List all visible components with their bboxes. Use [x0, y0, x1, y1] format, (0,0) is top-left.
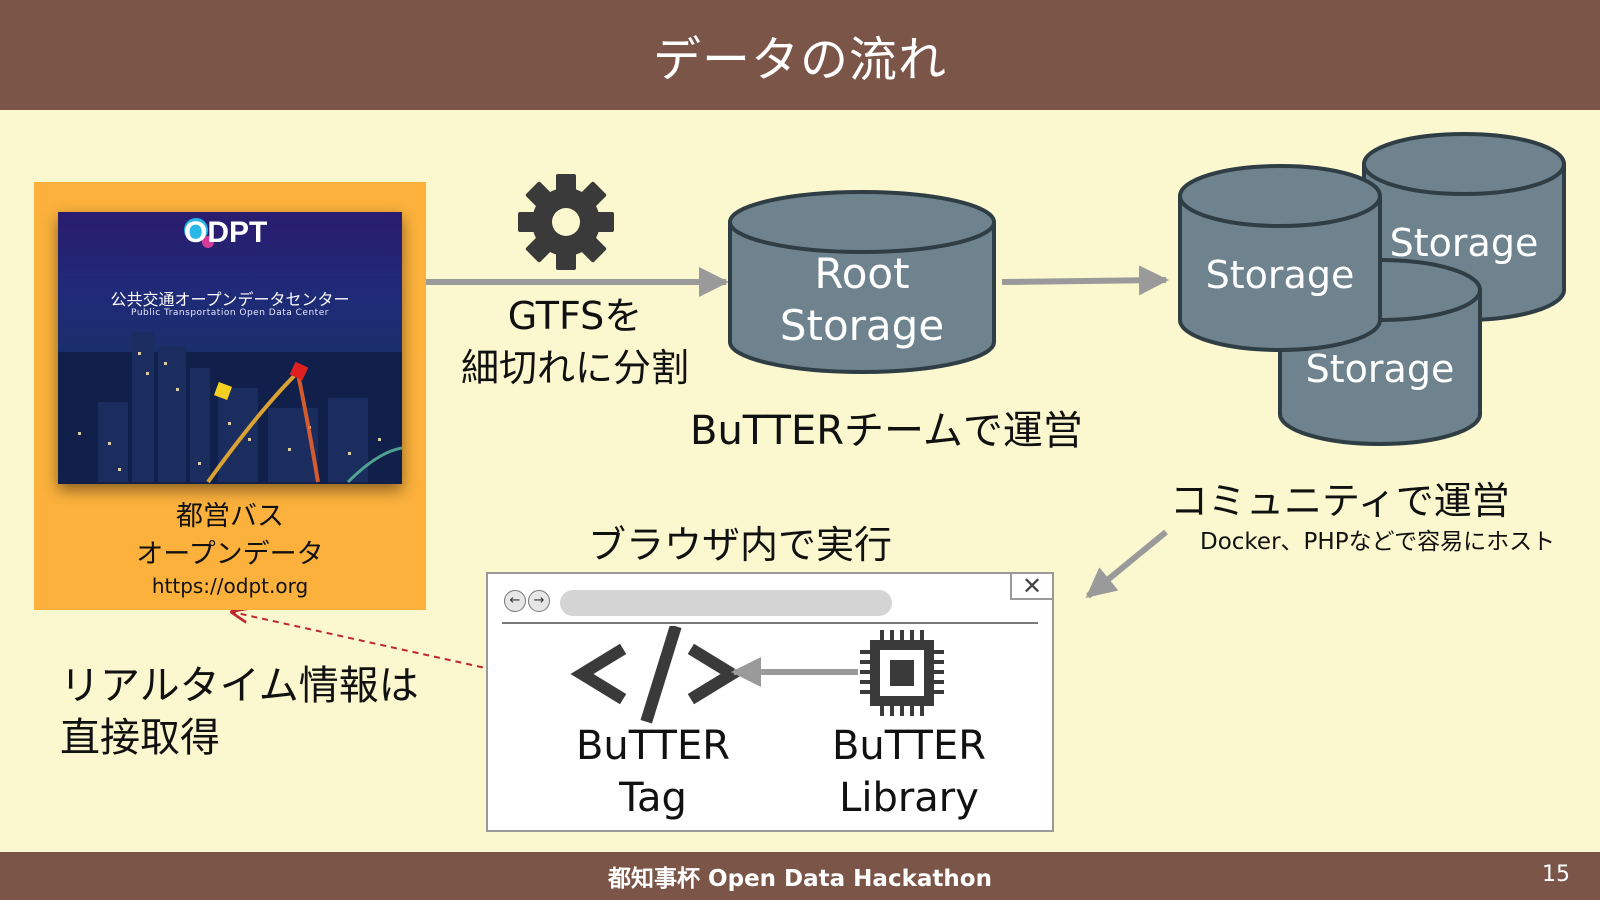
odpt-caption: 都営バス オープンデータ [34, 498, 426, 574]
butter-tag-label: BuTTER Tag [538, 720, 768, 824]
storage-label-front: Storage [1206, 253, 1355, 297]
butter-library-line2: Library [839, 775, 979, 821]
butter-team-label: BuTTERチームで運営 [690, 408, 1083, 454]
storage-label-bottom: Storage [1306, 347, 1455, 391]
root-storage-line2: Storage [780, 301, 944, 350]
butter-library-line1: BuTTER [831, 723, 987, 769]
code-icon [570, 626, 744, 724]
chip-icon [860, 630, 944, 716]
butter-tag-line1: BuTTER [575, 723, 731, 769]
gtfs-split-label: GTFSを 細切れに分割 [440, 290, 710, 394]
browser-window: ✕ ← → [486, 572, 1054, 832]
root-storage-line1: Root [814, 249, 909, 298]
odpt-url[interactable]: https://odpt.org [151, 574, 309, 598]
page-number: 15 [1542, 862, 1570, 887]
root-storage-cylinder: Root Storage [728, 190, 996, 374]
address-bar[interactable] [560, 590, 892, 616]
gtfs-label-line1: GTFSを [507, 294, 643, 338]
odpt-caption-line2: オープンデータ [136, 539, 324, 570]
realtime-line1: リアルタイム情報は [60, 663, 419, 709]
odpt-caption-line1: 都営バス [176, 501, 284, 532]
butter-library-label: BuTTER Library [794, 720, 1024, 824]
community-sub-label: Docker、PHPなどで容易にホスト [1200, 529, 1556, 555]
back-icon[interactable]: ← [504, 590, 526, 612]
forward-icon[interactable]: → [528, 590, 550, 612]
slide-header: データの流れ [0, 0, 1600, 110]
close-icon[interactable]: ✕ [1010, 572, 1054, 600]
storage-cylinder-front: Storage [1178, 164, 1382, 352]
storage-label-back: Storage [1390, 221, 1539, 265]
footer-text: 都知事杯 Open Data Hackathon [608, 866, 992, 892]
butter-tag-line2: Tag [619, 775, 687, 821]
city-skyline-image [58, 218, 402, 484]
poster-title-ja: 公共交通オープンデータセンター [110, 290, 350, 309]
poster-title-en: Public Transportation Open Data Center [131, 308, 329, 318]
gtfs-label-line2: 細切れに分割 [460, 346, 689, 390]
community-label: コミュニティで運営 [1170, 479, 1510, 523]
slide-footer: 都知事杯 Open Data Hackathon [0, 852, 1600, 900]
realtime-line2: 直接取得 [60, 715, 220, 761]
browser-icons [570, 626, 944, 724]
browser-divider [502, 622, 1038, 624]
browser-run-label: ブラウザ内で実行 [588, 523, 893, 567]
arrow-to-browser [1085, 529, 1168, 599]
gear-icon [518, 174, 614, 270]
arrow-to-storages [1001, 265, 1169, 296]
realtime-note: リアルタイム情報は 直接取得 [60, 660, 419, 764]
odpt-card: ODPT 公共交通オープンデータセンター Public Transportati… [34, 182, 426, 610]
odpt-poster-image: ODPT 公共交通オープンデータセンター Public Transportati… [58, 212, 402, 484]
odpt-logo: ODPT [184, 216, 268, 249]
slide-title: データの流れ [652, 32, 947, 88]
